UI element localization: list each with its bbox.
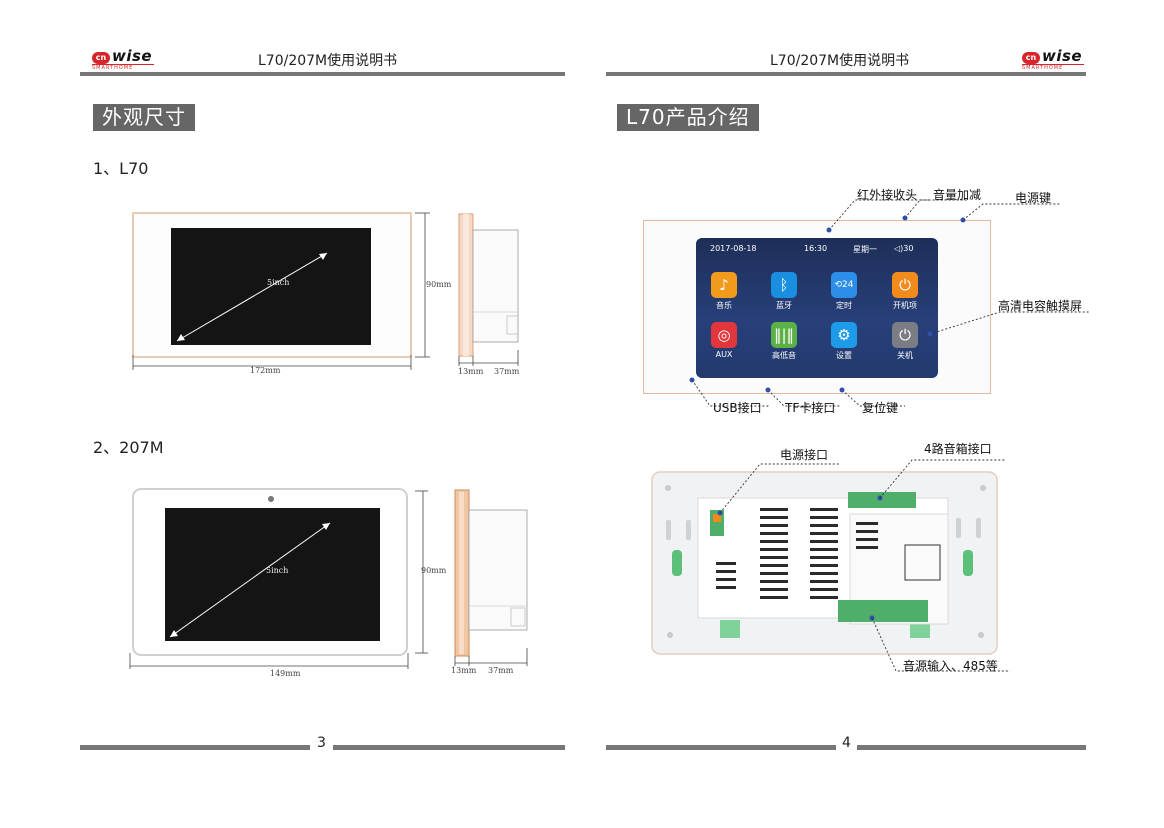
page-number-3: 3 (317, 735, 326, 751)
callout-power-key: 电源键 (1015, 191, 1052, 205)
callout-speaker-port: 4路音箱接口 (924, 442, 992, 456)
doc-title-right: L70/207M使用说明书 (770, 53, 910, 69)
back-callout-leaders (719, 459, 1010, 672)
footer-rule-right-b (857, 745, 1086, 750)
app-bluetooth[interactable]: ᛒ 蓝牙 (766, 272, 802, 311)
bluetooth-icon: ᛒ (779, 276, 789, 294)
callout-ir-receiver: 红外接收头 (857, 188, 918, 202)
l70-diagonal-label: 5inch (267, 278, 290, 287)
app-bass-treble[interactable]: ‖|‖ 高低音 (766, 322, 802, 361)
music-note-icon: ♪ (719, 276, 729, 294)
callout-audio-input: 音源输入、485等 (903, 659, 998, 673)
m207-depth-front-label: 13mm (451, 666, 477, 675)
app-startup[interactable]: ⏻ 开机项 (887, 272, 923, 311)
header-rule-right (606, 72, 1086, 76)
m207-width-label: 149mm (270, 669, 301, 678)
callout-tf: TF卡接口 (785, 401, 836, 415)
equalizer-icon: ‖|‖ (773, 326, 795, 344)
l70-width-label: 172mm (250, 366, 281, 375)
power-clock-icon: ⏻ (899, 276, 911, 294)
footer-rule-left-a (80, 745, 310, 750)
footer-rule-right-a (606, 745, 836, 750)
m207-diagonal-label: 5inch (266, 566, 289, 575)
touch-screen: 2017-08-18 16:30 星期一 ◁)30 ♪ 音乐 ᛒ 蓝牙 ⟲24 … (696, 238, 938, 378)
callout-volume: 音量加减 (933, 188, 982, 202)
gear-icon: ⚙ (837, 326, 851, 344)
brand-logo-right: cn wise SMARTHOME (1022, 47, 1084, 71)
header-rule-left (80, 72, 565, 76)
callout-power-port: 电源接口 (780, 448, 829, 462)
speaker-icon: ◁) (894, 244, 904, 253)
l70-depth-back-label: 37mm (494, 367, 520, 376)
l70-front-drawing (132, 212, 430, 370)
l70-height-label: 90mm (426, 280, 452, 289)
callout-reset: 复位键 (862, 401, 899, 415)
screen-time: 16:30 (804, 244, 828, 253)
app-shutdown[interactable]: ⏻ 关机 (887, 322, 923, 361)
brand-logo-left: cn wise SMARTHOME (92, 47, 154, 71)
aux-ring-icon: ◎ (717, 326, 731, 344)
section-title-dimensions: 外观尺寸 (93, 104, 195, 131)
l70-side-drawing (458, 213, 519, 366)
m207-side-drawing (454, 489, 528, 666)
app-aux[interactable]: ◎ AUX (706, 322, 742, 359)
screen-weekday: 星期一 (853, 245, 877, 254)
l70-back-panel (651, 471, 998, 655)
app-timer[interactable]: ⟲24 定时 (826, 272, 862, 311)
doc-title-left: L70/207M使用说明书 (258, 53, 398, 69)
m207-front-drawing (129, 488, 428, 669)
m207-heading: 2、207M (93, 438, 164, 457)
power-icon: ⏻ (899, 326, 911, 344)
callout-touch-screen: 高清电容触摸屏 (998, 299, 1083, 313)
m207-height-label: 90mm (421, 566, 447, 575)
page-number-4: 4 (842, 735, 851, 751)
callout-usb: USB接口 (713, 401, 762, 415)
timer-24-icon: ⟲24 (834, 280, 854, 290)
section-title-product-intro: L70产品介绍 (617, 104, 759, 131)
footer-rule-left-b (333, 745, 565, 750)
screen-date: 2017-08-18 (710, 244, 757, 253)
l70-heading: 1、L70 (93, 159, 149, 178)
front-callout-leaders (689, 199, 1090, 407)
l70-depth-front-label: 13mm (458, 367, 484, 376)
app-music[interactable]: ♪ 音乐 (706, 272, 742, 311)
screen-volume: ◁)30 (894, 244, 914, 253)
m207-depth-back-label: 37mm (488, 666, 514, 675)
app-settings[interactable]: ⚙ 设置 (826, 322, 862, 361)
